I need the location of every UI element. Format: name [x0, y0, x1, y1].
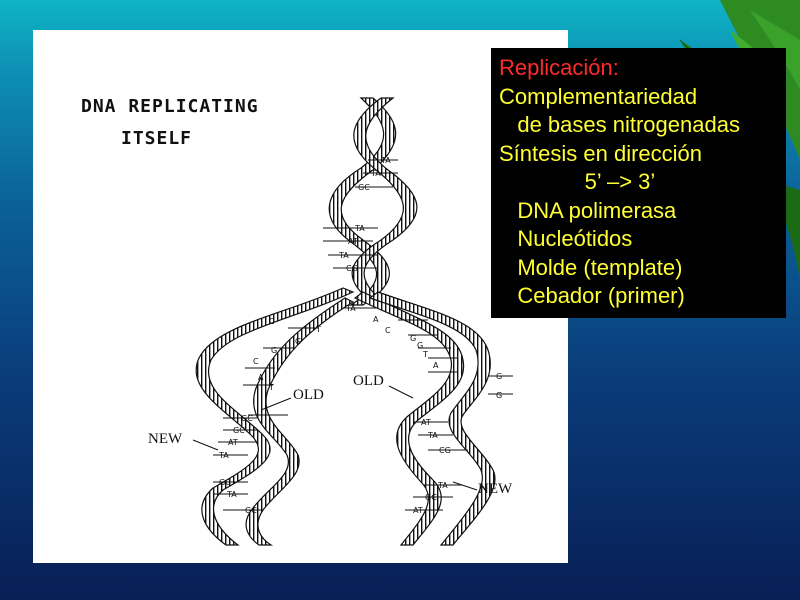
base-pair: AT	[413, 506, 423, 515]
base: G	[295, 337, 301, 346]
base: G	[496, 391, 502, 400]
base-pair: CG	[346, 264, 358, 273]
textbox-line: Nucleótidos	[499, 226, 633, 251]
base-pair: TA	[338, 251, 349, 260]
base-pair: GC	[245, 506, 257, 515]
label-new-left: NEW	[148, 431, 183, 447]
base-pair: TA	[345, 304, 356, 313]
base-pair: AT	[348, 237, 358, 246]
base-pair: CG	[439, 446, 451, 455]
textbox-line: DNA polimerasa	[499, 197, 677, 223]
base-pair: TA	[380, 156, 391, 165]
base-pair: TA	[437, 481, 448, 490]
label-old-left: OLD	[293, 387, 324, 403]
diagram-title-line2: ITSELF	[121, 128, 193, 149]
textbox-line: 5’ –> 3’	[499, 169, 656, 194]
right-fork-bases: A C G G T A G G	[373, 315, 502, 400]
label-new-right: NEW	[478, 481, 513, 497]
base-pair: TA	[370, 169, 381, 178]
base: A	[373, 315, 379, 324]
base-pair: GC	[358, 183, 370, 192]
base: C	[269, 317, 275, 326]
dna-helix-illustration: TA TA GC TA AT TA CG TA	[192, 97, 513, 546]
textbox-line: Síntesis en dirección	[499, 140, 702, 166]
base-pair: GC	[241, 414, 253, 423]
right-new-pairs: AT TA CG TA GC AT	[413, 418, 451, 515]
base: T	[268, 383, 274, 392]
left-fork-bases: T G C G C A T	[253, 317, 321, 392]
base: G	[271, 346, 277, 355]
base-pair: TA	[218, 451, 229, 460]
base-pair: GC	[425, 493, 437, 502]
base: A	[258, 373, 264, 382]
left-new-pairs: GC GC AT TA GC TA GC	[218, 414, 257, 515]
base-pair: AT	[421, 418, 431, 427]
base: G	[417, 341, 423, 350]
textbox-line: de bases nitrogenadas	[499, 112, 740, 137]
base: G	[410, 334, 416, 343]
textbox-line: Molde (template)	[499, 254, 683, 280]
diagram-panel: DNA REPLICATING ITSELF TA TA	[33, 30, 568, 563]
base-pair: TA	[427, 431, 438, 440]
base: C	[253, 357, 259, 366]
base: C	[385, 326, 391, 335]
textbox-line: Cebador (primer)	[499, 283, 685, 308]
base: G	[496, 372, 502, 381]
base-pair: AT	[228, 438, 238, 447]
base: T	[315, 325, 321, 334]
base-pair: GC	[233, 426, 245, 435]
base: T	[422, 350, 428, 359]
textbox-line: Complementariedad	[499, 83, 698, 109]
textbox-heading: Replicación:	[499, 55, 619, 80]
top-base-pairs: TA TA GC TA AT TA CG TA	[338, 156, 391, 313]
base: A	[433, 361, 439, 370]
base-pair: TA	[354, 224, 365, 233]
base-pair: TA	[226, 490, 237, 499]
replication-textbox: Replicación: Complementariedad de bases …	[491, 48, 786, 318]
base-pair: GC	[219, 478, 231, 487]
label-old-right: OLD	[353, 373, 384, 389]
diagram-title-line1: DNA REPLICATING	[81, 96, 259, 117]
